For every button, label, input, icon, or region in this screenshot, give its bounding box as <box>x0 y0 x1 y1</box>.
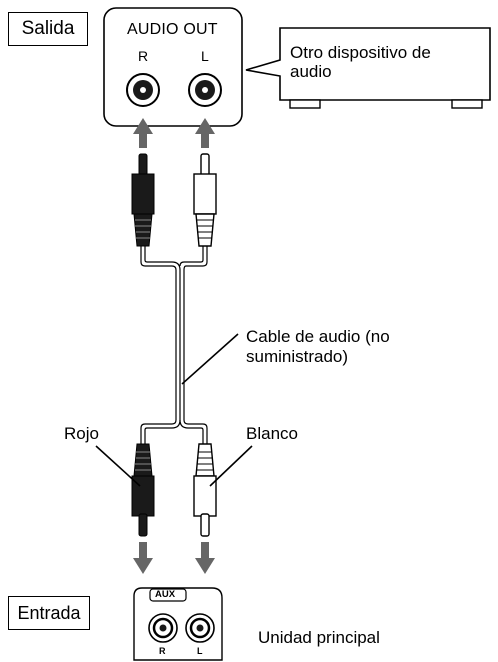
aux-r-label: R <box>159 646 166 656</box>
aux-label: AUX <box>155 589 176 600</box>
cable-label: Cable de audio (no suministrado) <box>246 327 390 366</box>
audio-out-jack-l <box>188 73 222 107</box>
arrow-up-l <box>195 118 215 148</box>
aux-l-label: L <box>197 646 203 656</box>
other-device-box <box>245 27 491 109</box>
arrow-down-r <box>133 542 153 574</box>
top-plug-white <box>193 153 217 247</box>
white-leader-line <box>209 445 253 487</box>
audio-out-l-label: L <box>201 48 209 64</box>
white-label: Blanco <box>246 424 298 443</box>
audio-out-jack-r <box>126 73 160 107</box>
cable-leader-line <box>181 333 239 385</box>
input-label: Entrada <box>8 596 90 630</box>
aux-jack-r <box>148 613 178 643</box>
arrow-up-r <box>133 118 153 148</box>
output-label: Salida <box>8 12 88 46</box>
bottom-plug-white <box>193 443 217 537</box>
aux-jack-l <box>185 613 215 643</box>
other-device-label: Otro dispositivo de audio <box>290 43 431 81</box>
red-leader-line <box>95 445 141 487</box>
arrow-down-l <box>195 542 215 574</box>
main-unit-label: Unidad principal <box>258 628 380 647</box>
top-plug-red <box>131 153 155 247</box>
red-label: Rojo <box>64 424 99 443</box>
audio-cable <box>140 246 208 444</box>
bottom-plug-red <box>131 443 155 537</box>
audio-out-r-label: R <box>138 48 149 64</box>
audio-out-title: AUDIO OUT <box>127 21 218 38</box>
